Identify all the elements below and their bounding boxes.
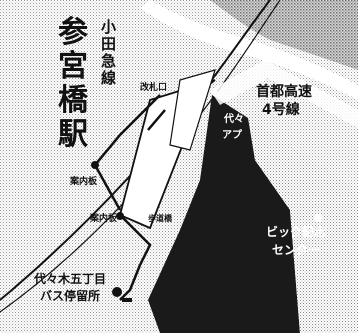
ticket-gate-label: 改札口 — [140, 81, 167, 93]
upper-right-area — [210, 0, 358, 70]
station-name-char: 参 — [58, 15, 88, 50]
odakyu-char: 田 — [101, 35, 116, 53]
expressway-band — [210, 60, 358, 128]
bus-stop-marker — [112, 287, 122, 297]
expressway-label: 首都高速 4号線 — [256, 83, 312, 118]
station-name-char: 宮 — [58, 49, 88, 84]
station-building — [118, 69, 216, 230]
bus-stop-label: 代々木五丁目 バス停留所 — [33, 271, 106, 303]
right-block — [250, 120, 358, 333]
station-name-char: 橋 — [58, 83, 89, 118]
building-line-1: ビック記念 — [266, 224, 326, 239]
station-name-char: 駅 — [58, 117, 88, 152]
bus-icon — [122, 298, 132, 302]
expressway-line-1: 首都高速 — [256, 83, 312, 100]
odakyu-char: 急 — [101, 52, 116, 70]
odakyu-line-label: 小 田 急 線 — [101, 18, 116, 87]
odakyu-char: 線 — [101, 69, 116, 87]
pedestrian-bridge-label: 歩道橋 — [148, 213, 173, 223]
bus-stop-line-2: バス停留所 — [40, 288, 100, 303]
bus-stop-line-1: 代々木五丁目 — [33, 271, 106, 286]
info-board-marker-2 — [116, 212, 124, 220]
station-name: 参 宮 橋 駅 — [58, 15, 89, 152]
info-board-label-2: 案内板 — [89, 212, 118, 224]
building-marker — [314, 214, 322, 222]
odakyu-char: 小 — [101, 18, 116, 36]
small-label-1: 代々 — [223, 112, 244, 125]
walking-route — [93, 94, 166, 301]
info-board-label-1: 案内板 — [69, 175, 98, 187]
info-board-marker-1 — [91, 161, 99, 169]
building-label: ビック記念 センター — [266, 224, 326, 257]
building-line-2: センター — [272, 243, 320, 257]
small-label-2: アプ — [222, 128, 243, 141]
dark-block — [148, 95, 300, 333]
road-curve-top — [140, 0, 358, 100]
expressway-line-2: 4号線 — [262, 101, 300, 118]
